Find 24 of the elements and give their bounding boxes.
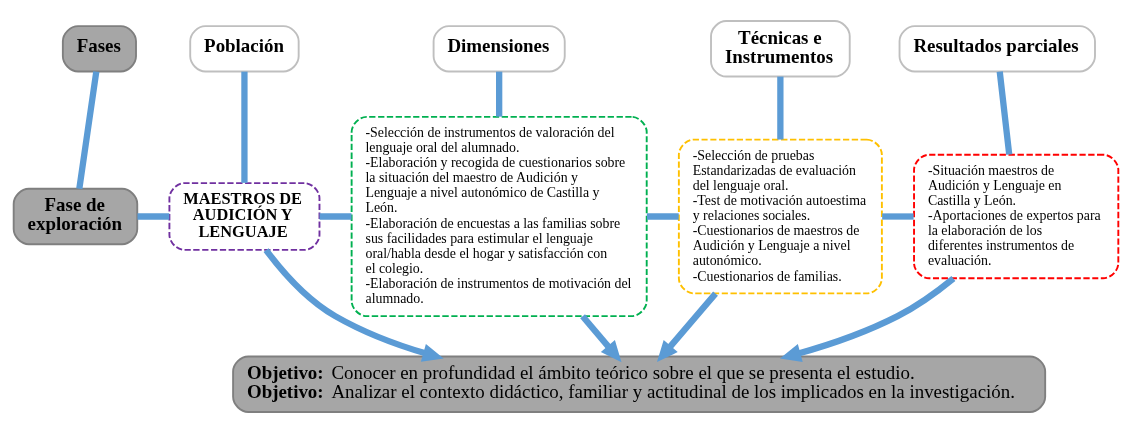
node-box: Fases — [61, 24, 137, 72]
connector — [496, 71, 503, 117]
node-box: Fase de exploración — [12, 187, 139, 245]
node-box: -Selección de pruebas Estandarizadas de evaluación del lenguaje oral. -Test de motivación autoestima y relaciones sociales. -Cuestionarios de maestros de Audición y Lenguaje a nivel autonómico. -Cuestionarios de familias. — [677, 138, 883, 294]
node-box: Objetivo: Conocer en profundidad el ámbito teórico sobre el que se presenta el estudio. Objetivo: Analizar el contexto didáctico, familiar y actitudinal de los implicados en la investigación. — [232, 355, 1047, 413]
node-box: Técnicas e Instrumentos — [710, 19, 851, 77]
node-box: -Situación maestros de Audición y Lenguaje en Castilla y León. -Aportaciones de expertos para la elaboración de los diferentes instrumentos de evaluación. — [913, 153, 1120, 279]
arrow — [779, 275, 956, 362]
connector — [241, 71, 248, 183]
connector — [646, 212, 679, 220]
arrow — [263, 247, 444, 362]
node-box: Población — [189, 24, 300, 72]
connector — [777, 76, 784, 140]
connector — [319, 212, 352, 220]
connector — [996, 70, 1013, 155]
connector — [882, 212, 914, 220]
node-box: -Selección de instrumentos de valoración del lenguaje oral del alumnado. -Elaboración y recogida de cuestionarios sobre la situación del maestro de Audición y Lenguaje a nivel autonómico de Castilla y León. -Elaboración de encuestas a las familias sobre sus facilidades para estimular el lenguaje oral/habla desde el hogar y satisfacción con el colegio. -Elaboración de instrumentos de motivación del alumnado. — [350, 115, 648, 317]
connector — [76, 70, 100, 189]
node-box: MAESTROS DE AUDICIÓN Y LENGUAJE — [168, 181, 321, 251]
arrow — [580, 313, 622, 362]
arrow — [656, 291, 718, 362]
node-box: Resultados parciales — [898, 24, 1096, 72]
connector — [137, 212, 170, 220]
node-box: Dimensiones — [432, 24, 566, 72]
